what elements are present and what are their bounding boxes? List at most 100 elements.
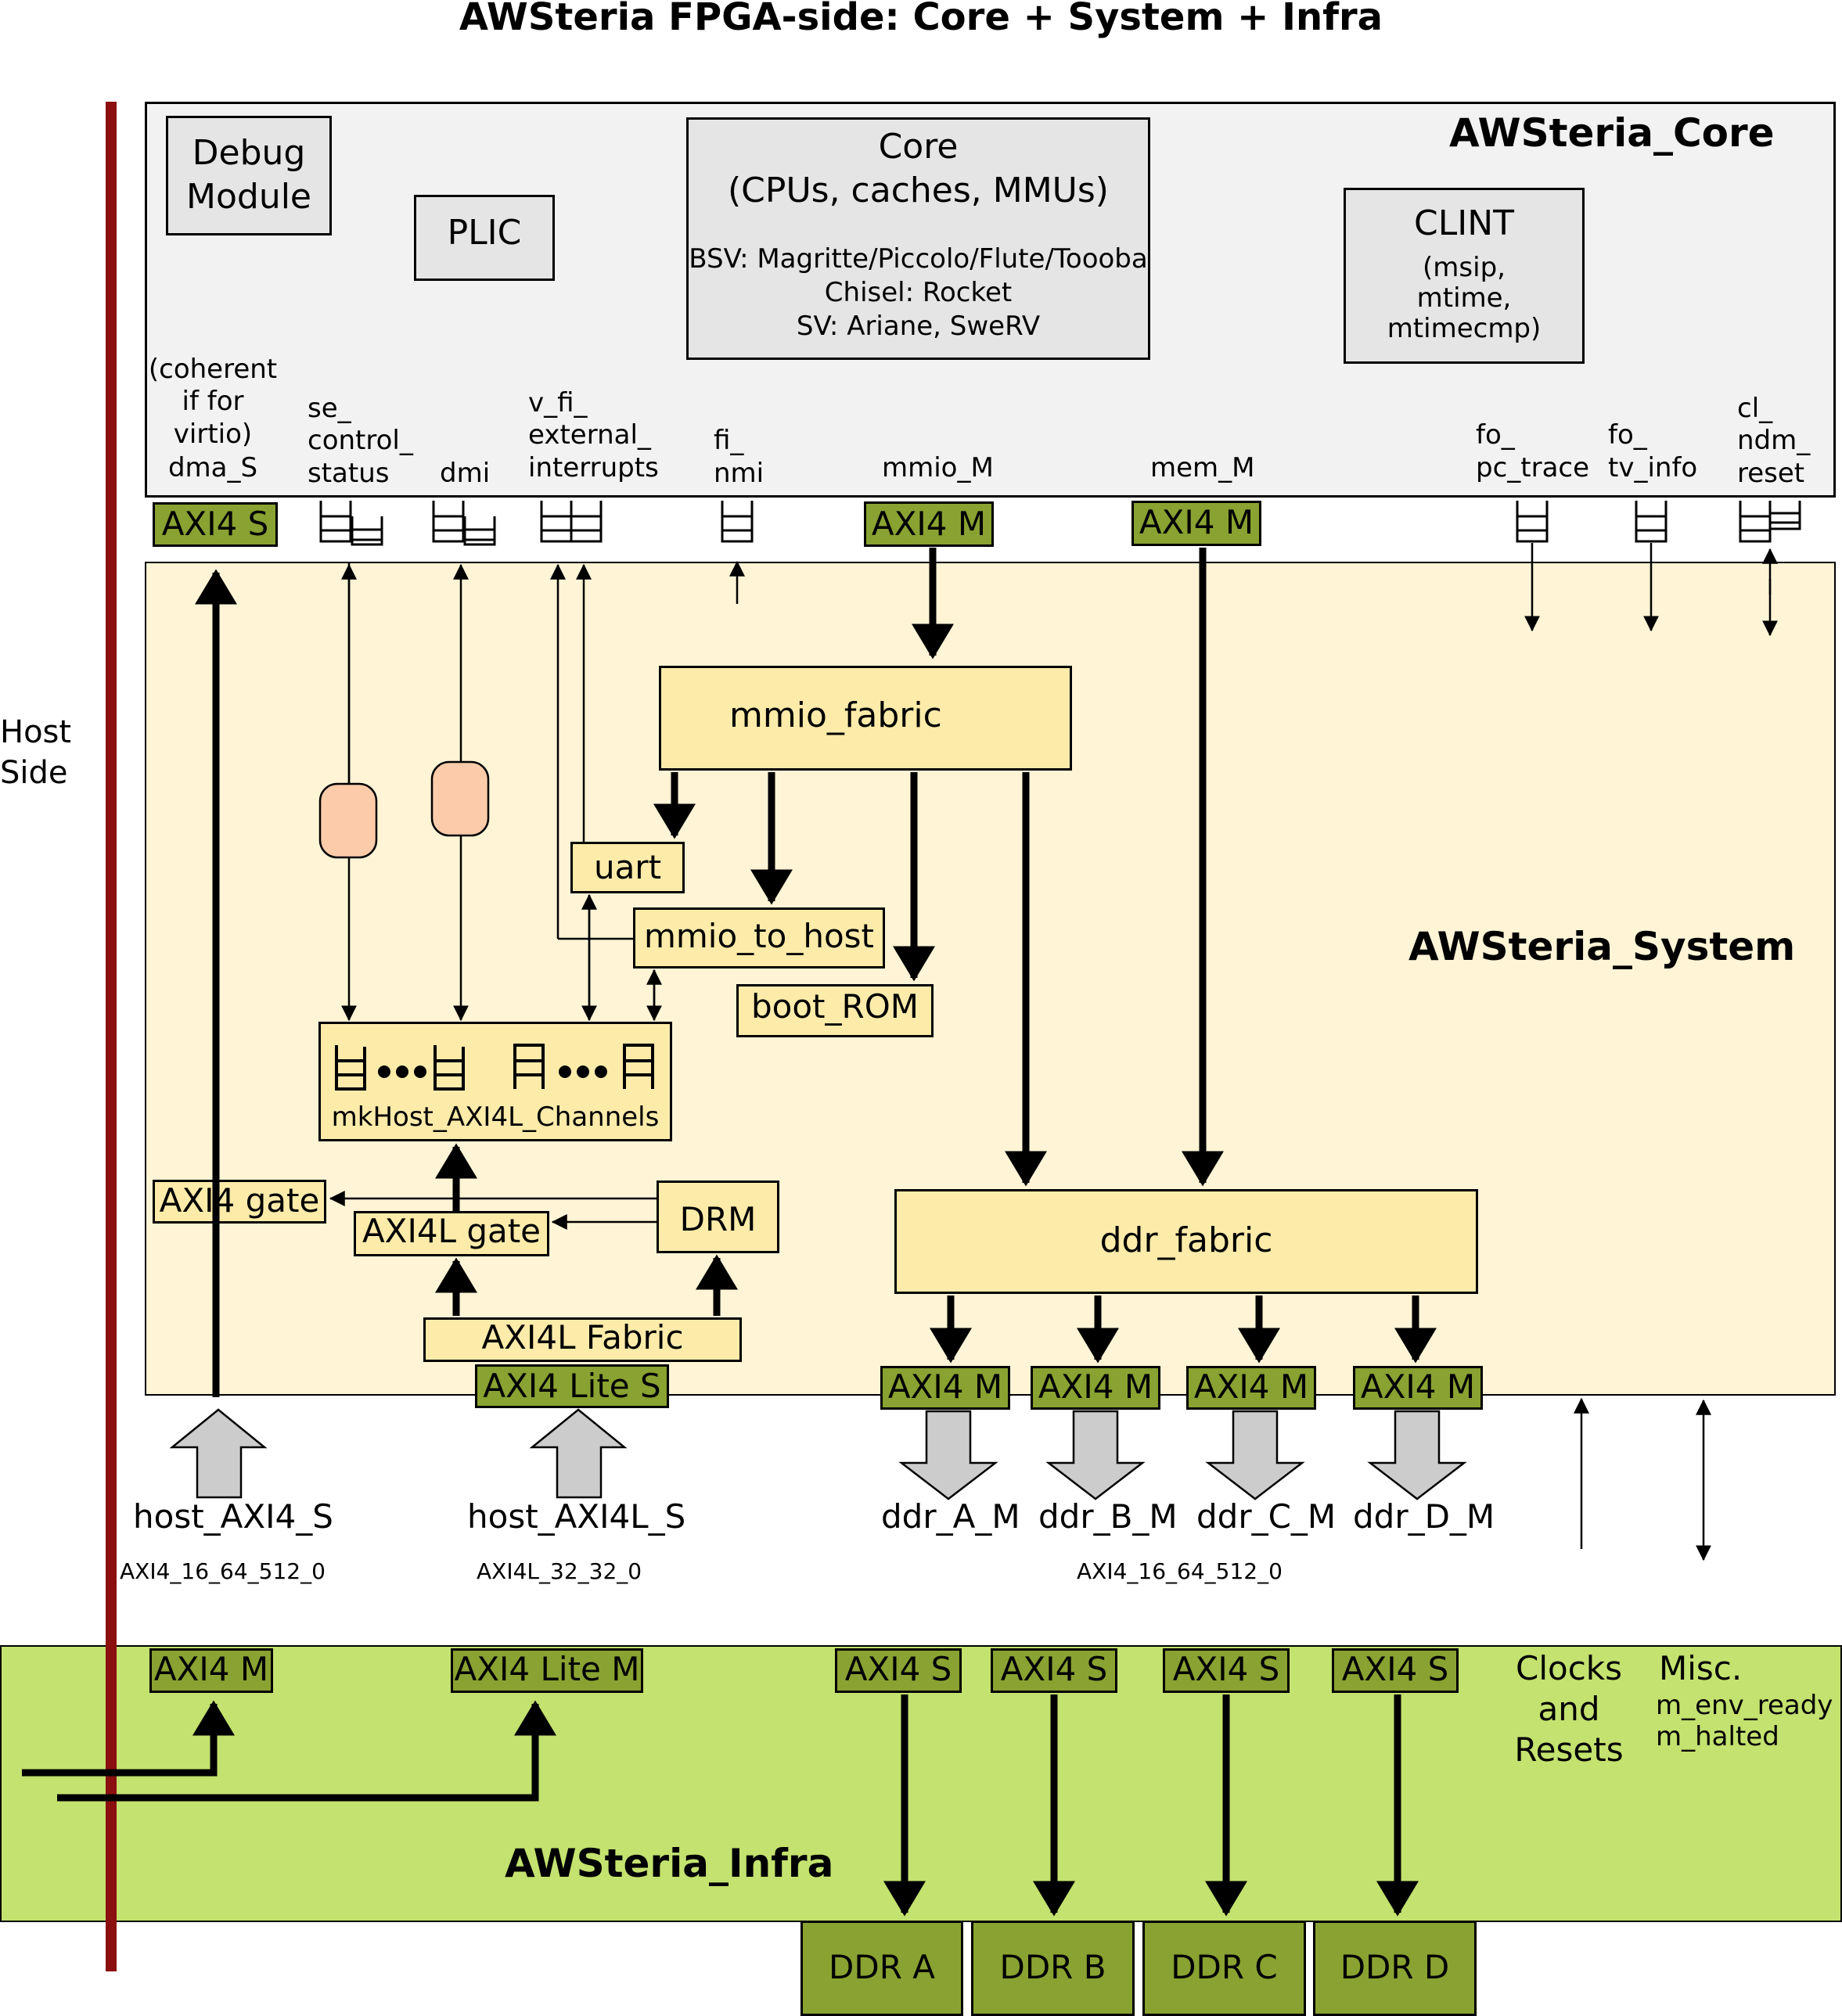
cpu-core-chisel: Chisel: Rocket — [824, 277, 1013, 308]
dma-label-4: dma_S — [167, 452, 258, 483]
diagram-title: AWSteria FPGA-side: Core + System + Infr… — [459, 0, 1383, 39]
mmio-to-host-box — [633, 907, 885, 968]
channel-fifo-glyphs — [335, 1044, 654, 1091]
ddr-a-axi4-m-port — [880, 1366, 1010, 1410]
dma-label-1: (coherent — [148, 354, 278, 385]
infra-axi4-s-port-c — [1163, 1648, 1290, 1693]
vfi-label-3: interrupts — [528, 452, 659, 483]
clndm-label-1: cl_ — [1737, 393, 1773, 424]
core-title: AWSteria_Core — [1449, 110, 1775, 156]
fotv-label-2: tv_info — [1608, 452, 1698, 483]
vfi-fifo-icon — [540, 501, 603, 543]
mmio-axi4-m-label: AXI4 M — [871, 505, 987, 543]
se-label-3: status — [308, 458, 390, 489]
ddr-bank-b — [971, 1921, 1135, 2016]
ddr-c-m-label: ddr_C_M — [1196, 1497, 1337, 1536]
finmi-label-2: nmi — [714, 458, 765, 489]
cpu-core-bsv: BSV: Magritte/Piccolo/Flute/Toooba — [689, 243, 1148, 275]
vfi-label-2: external_ — [528, 419, 651, 451]
ddr-d-axi4-m-label: AXI4 M — [1360, 1367, 1476, 1406]
mmio-fabric-label: mmio_fabric — [729, 695, 942, 735]
type-axi4l-label: AXI4L_32_32_0 — [477, 1558, 642, 1584]
se-fifo-icon — [319, 501, 383, 546]
ddr-bank-b-label: DDR B — [999, 1948, 1106, 1986]
boot-rom-label: boot_ROM — [751, 987, 919, 1026]
host-axi4l-s-arrow — [529, 1408, 628, 1499]
infra-axi4-s-label-d: AXI4 S — [1341, 1650, 1449, 1688]
dmi-label: dmi — [440, 458, 491, 489]
infra-title: AWSteria_Infra — [505, 1841, 834, 1886]
fotv-fifo-icon — [1635, 501, 1668, 543]
debug-module-label-2: Module — [186, 177, 311, 217]
ddr-bank-c — [1142, 1921, 1306, 2016]
mem-m-label: mem_M — [1150, 452, 1255, 483]
ddr-fabric-box — [894, 1189, 1478, 1294]
clocks-label-3: Resets — [1514, 1730, 1624, 1769]
host-axi4-s-arrow — [169, 1408, 268, 1499]
clint-line1: (msip, — [1423, 252, 1506, 283]
axi4l-gate-box — [354, 1211, 549, 1256]
ddr-c-axi4-m-label: AXI4 M — [1193, 1367, 1309, 1406]
dma-label-3: virtio) — [173, 419, 253, 450]
fopc-fifo-icon — [1516, 501, 1549, 543]
uart-label: uart — [593, 848, 662, 886]
misc-line2: m_halted — [1656, 1721, 1779, 1752]
channels-label: mkHost_AXI4L_Channels — [331, 1101, 660, 1133]
mmio-m-label: mmio_M — [882, 452, 994, 483]
mmio-axi4-m-port — [864, 501, 994, 547]
mem-axi4-m-label: AXI4 M — [1139, 503, 1254, 541]
infra-axi4-m-label: AXI4 M — [153, 1650, 269, 1688]
fifo-icons — [319, 501, 1801, 546]
dmi-sync-box — [430, 760, 490, 837]
dma-axi4-s-port — [153, 502, 278, 547]
ddr-d-arrow — [1367, 1410, 1467, 1500]
ddr-c-arrow — [1205, 1410, 1305, 1500]
axi4l-gate-label: AXI4L gate — [362, 1212, 541, 1250]
infra-axi4-s-port-a — [835, 1648, 962, 1693]
clint-box — [1344, 188, 1585, 364]
debug-module-label-1: Debug — [192, 133, 306, 173]
debug-module-box — [166, 116, 332, 235]
infra-axi4-s-label-a: AXI4 S — [844, 1650, 952, 1688]
vfi-label-1: v_fi_ — [528, 387, 588, 419]
clocks-label-2: and — [1538, 1690, 1600, 1728]
ddr-bank-a — [800, 1921, 963, 2016]
channel-dots — [378, 1065, 607, 1078]
se-label-2: control_ — [308, 425, 413, 456]
ddr-b-m-label: ddr_B_M — [1038, 1497, 1178, 1536]
channels-box — [318, 1022, 672, 1141]
plic-box — [414, 195, 555, 281]
cpu-core-label-2: (CPUs, caches, MMUs) — [728, 171, 1109, 210]
axi4l-fabric-label: AXI4L Fabric — [481, 1318, 684, 1357]
fotv-label-1: fo_ — [1608, 419, 1647, 451]
misc-line1: m_env_ready — [1656, 1690, 1833, 1721]
ddr-bank-c-label: DDR C — [1171, 1948, 1278, 1986]
infra-axi4-s-label-c: AXI4 S — [1172, 1650, 1280, 1688]
se-label-1: se_ — [308, 393, 351, 424]
ddr-d-axi4-m-port — [1353, 1366, 1483, 1410]
se-sync-box — [318, 782, 378, 859]
clocks-label-1: Clocks — [1516, 1649, 1622, 1687]
drm-label: DRM — [679, 1200, 757, 1238]
clint-line2: mtime, — [1416, 282, 1512, 314]
ddr-c-axi4-m-port — [1186, 1366, 1316, 1410]
cpu-core-label-1: Core — [878, 127, 959, 167]
ddr-bank-d — [1313, 1921, 1477, 2016]
infra-axi4-s-port-d — [1332, 1648, 1459, 1693]
drm-box — [657, 1180, 779, 1253]
host-side-label-line2: Side — [0, 755, 68, 791]
infra-axi4-lite-m-label: AXI4 Lite M — [454, 1650, 640, 1688]
finmi-label-1: fi_ — [714, 425, 744, 456]
host-side-line — [106, 102, 117, 1971]
type-ddr-label: AXI4_16_64_512_0 — [1077, 1558, 1283, 1584]
misc-title: Misc. — [1659, 1649, 1743, 1687]
ddr-b-axi4-m-label: AXI4 M — [1038, 1367, 1153, 1406]
ddr-fabric-label: ddr_fabric — [1099, 1220, 1273, 1260]
dma-axi4-s-label: AXI4 S — [161, 505, 269, 543]
plic-label: PLIC — [447, 213, 522, 253]
infra-axi4-s-port-b — [991, 1648, 1117, 1693]
type-axi4-label: AXI4_16_64_512_0 — [120, 1558, 326, 1584]
cpu-core-sv: SV: Ariane, SweRV — [796, 311, 1041, 342]
ddr-b-arrow — [1045, 1410, 1146, 1500]
